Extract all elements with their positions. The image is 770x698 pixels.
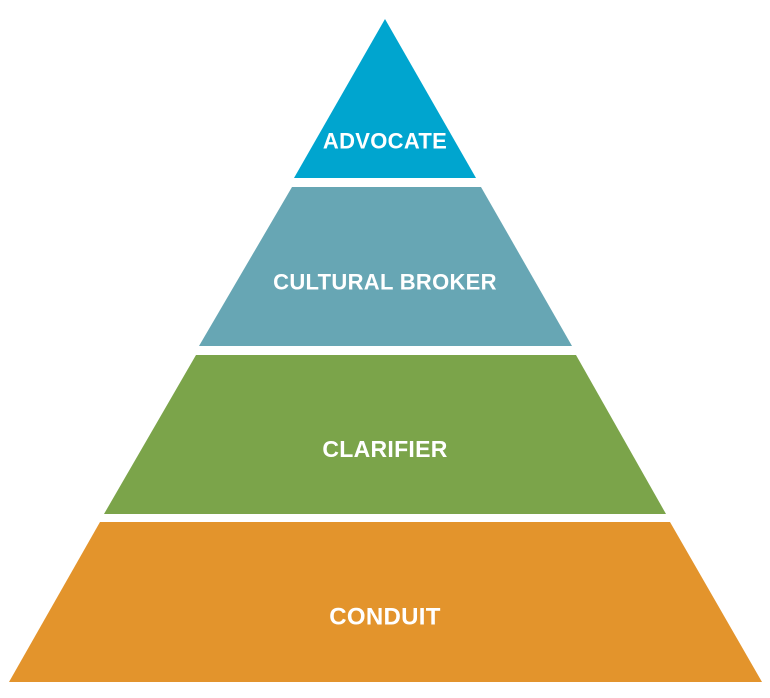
tier-conduit-shape (9, 522, 762, 682)
tier-clarifier-label: CLARIFIER (322, 436, 447, 462)
tier-cultural-broker-shape (199, 187, 572, 346)
tier-conduit-label: CONDUIT (329, 604, 440, 631)
tier-cultural-broker-label: CULTURAL BROKER (273, 270, 497, 295)
tier-advocate-shape (294, 19, 476, 178)
tier-advocate-label: ADVOCATE (323, 129, 447, 154)
tier-clarifier-shape (104, 355, 666, 514)
